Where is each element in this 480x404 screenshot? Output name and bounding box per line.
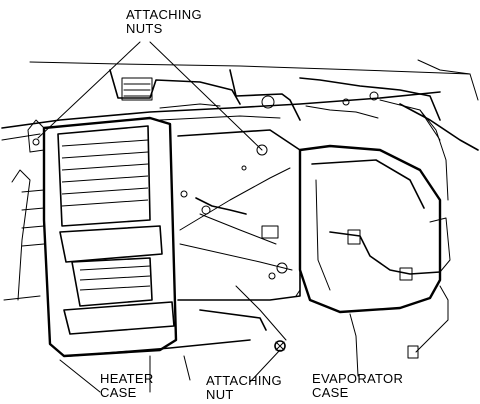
dash-panel bbox=[1, 59, 479, 301]
attaching-nuts-line1: ATTACHING bbox=[126, 7, 202, 22]
evaporator-case-line2: CASE bbox=[312, 385, 349, 400]
evaporator-case bbox=[295, 109, 451, 377]
heater-case-label: HEATER CASE bbox=[100, 372, 154, 400]
attaching-nuts-line2: NUTS bbox=[126, 21, 163, 36]
leader-lines bbox=[37, 41, 281, 383]
heater-case-line2: CASE bbox=[100, 385, 137, 400]
attaching-nuts-label: ATTACHING NUTS bbox=[126, 8, 202, 36]
linkage-plate bbox=[177, 129, 301, 352]
attaching-nut-line1: ATTACHING bbox=[206, 373, 282, 388]
evaporator-case-line1: EVAPORATOR bbox=[312, 371, 404, 386]
attaching-nut-label: ATTACHING NUT bbox=[206, 374, 282, 402]
heater-case-line1: HEATER bbox=[100, 371, 154, 386]
evaporator-case-label: EVAPORATOR CASE bbox=[312, 372, 403, 400]
attaching-nut-line2: NUT bbox=[206, 387, 234, 402]
heater-case bbox=[21, 116, 251, 393]
